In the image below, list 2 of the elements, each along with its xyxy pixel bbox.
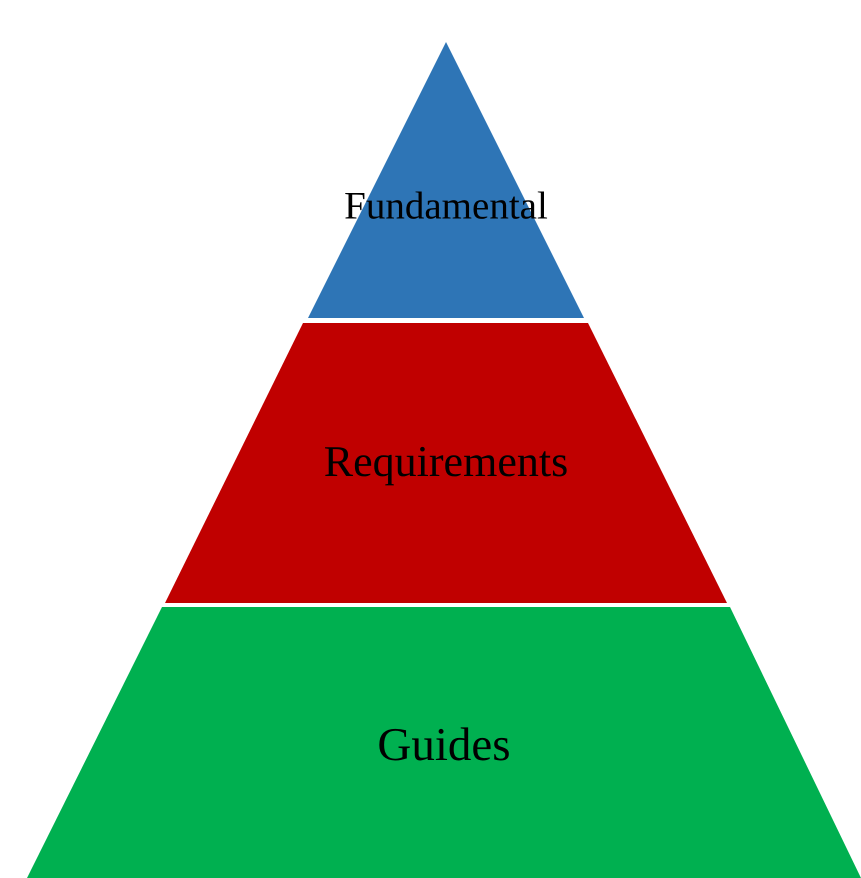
tier-label: Guides	[377, 720, 511, 772]
tier-label: Requirements	[324, 438, 568, 486]
